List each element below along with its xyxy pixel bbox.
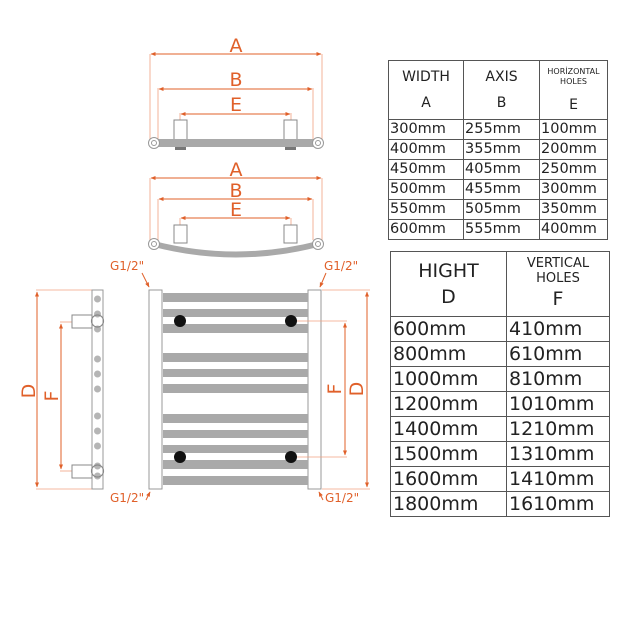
mounting-hole: [174, 315, 186, 327]
top-view-curved: A B E: [148, 159, 324, 258]
rail-curved: [154, 241, 318, 258]
label-f-side: F: [41, 391, 63, 402]
label-a-curved: A: [230, 159, 243, 181]
side-view: D F: [18, 289, 105, 490]
label-b-curved: B: [229, 180, 242, 202]
rail-straight: [154, 139, 318, 147]
header-vertical-holes: VERTICAL HOLES F: [506, 251, 610, 317]
front-view: F D G1/2" G1/2" G1/2" G1/2": [110, 259, 370, 505]
connection-label-bottom-left: G1/2": [110, 491, 144, 505]
table-header-row: WIDTH A AXIS B HORİZONTAL HOLES E: [388, 60, 608, 120]
connection-label-top-right: G1/2": [324, 259, 358, 273]
header-horizontal-holes: HORİZONTAL HOLES E: [539, 60, 608, 120]
right-collector: [307, 289, 322, 490]
label-a: A: [230, 35, 243, 57]
mounting-hole: [174, 451, 186, 463]
header-height: HIGHT D: [390, 251, 507, 317]
label-d-front: D: [346, 382, 368, 397]
left-collector: [148, 289, 163, 490]
label-f-front: F: [324, 384, 346, 395]
header-width: WIDTH A: [388, 60, 464, 120]
label-d-side: D: [18, 384, 40, 399]
heating-bars: [163, 293, 308, 485]
label-b: B: [229, 69, 242, 91]
top-view-straight: A B E: [148, 35, 324, 150]
label-e-curved: E: [230, 199, 242, 221]
connection-label-top-left: G1/2": [110, 259, 144, 273]
header-axis: AXIS B: [463, 60, 540, 120]
mounting-hole: [285, 315, 297, 327]
table-header-row: HIGHT D VERTICAL HOLES F: [390, 251, 610, 317]
connection-label-bottom-right: G1/2": [325, 491, 359, 505]
label-e: E: [230, 94, 242, 116]
mounting-hole: [285, 451, 297, 463]
